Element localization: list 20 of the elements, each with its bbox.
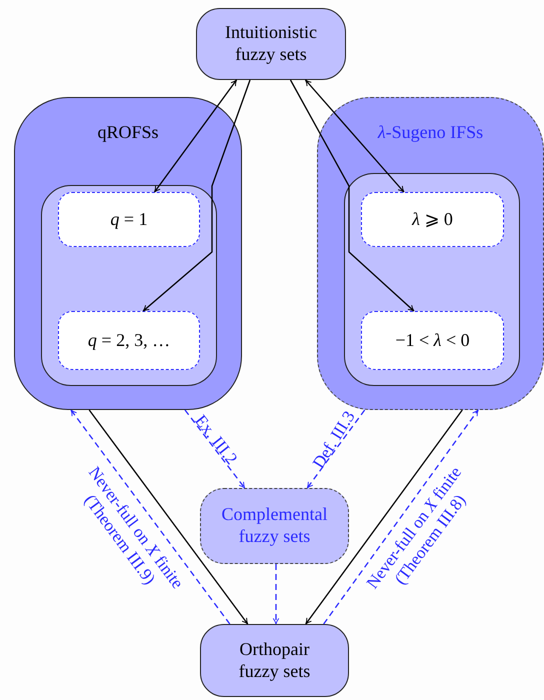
group-heading: qROFSs — [97, 122, 159, 144]
node-label: Complemental fuzzy sets — [220, 504, 328, 548]
case-box — [58, 311, 200, 370]
group-panel — [14, 97, 242, 410]
set-box — [200, 488, 349, 564]
group-panel — [317, 97, 544, 410]
node-label: Intuitionistic fuzzy sets — [224, 22, 318, 66]
set-box — [196, 8, 346, 80]
node-label: λ ⩾ 0 — [412, 208, 453, 230]
case-box — [361, 311, 504, 370]
node-label: q = 2, 3, … — [88, 330, 170, 352]
case-box — [361, 192, 504, 247]
node-label: −1 < λ < 0 — [395, 330, 470, 352]
node-label: q = 1 — [110, 208, 148, 230]
node-label: Orthopair fuzzy sets — [238, 638, 312, 682]
inner-panel — [344, 173, 520, 386]
group-heading: λ-Sugeno IFSs — [378, 122, 484, 144]
case-box — [58, 192, 200, 247]
inner-panel — [41, 185, 217, 386]
set-box — [200, 624, 349, 697]
